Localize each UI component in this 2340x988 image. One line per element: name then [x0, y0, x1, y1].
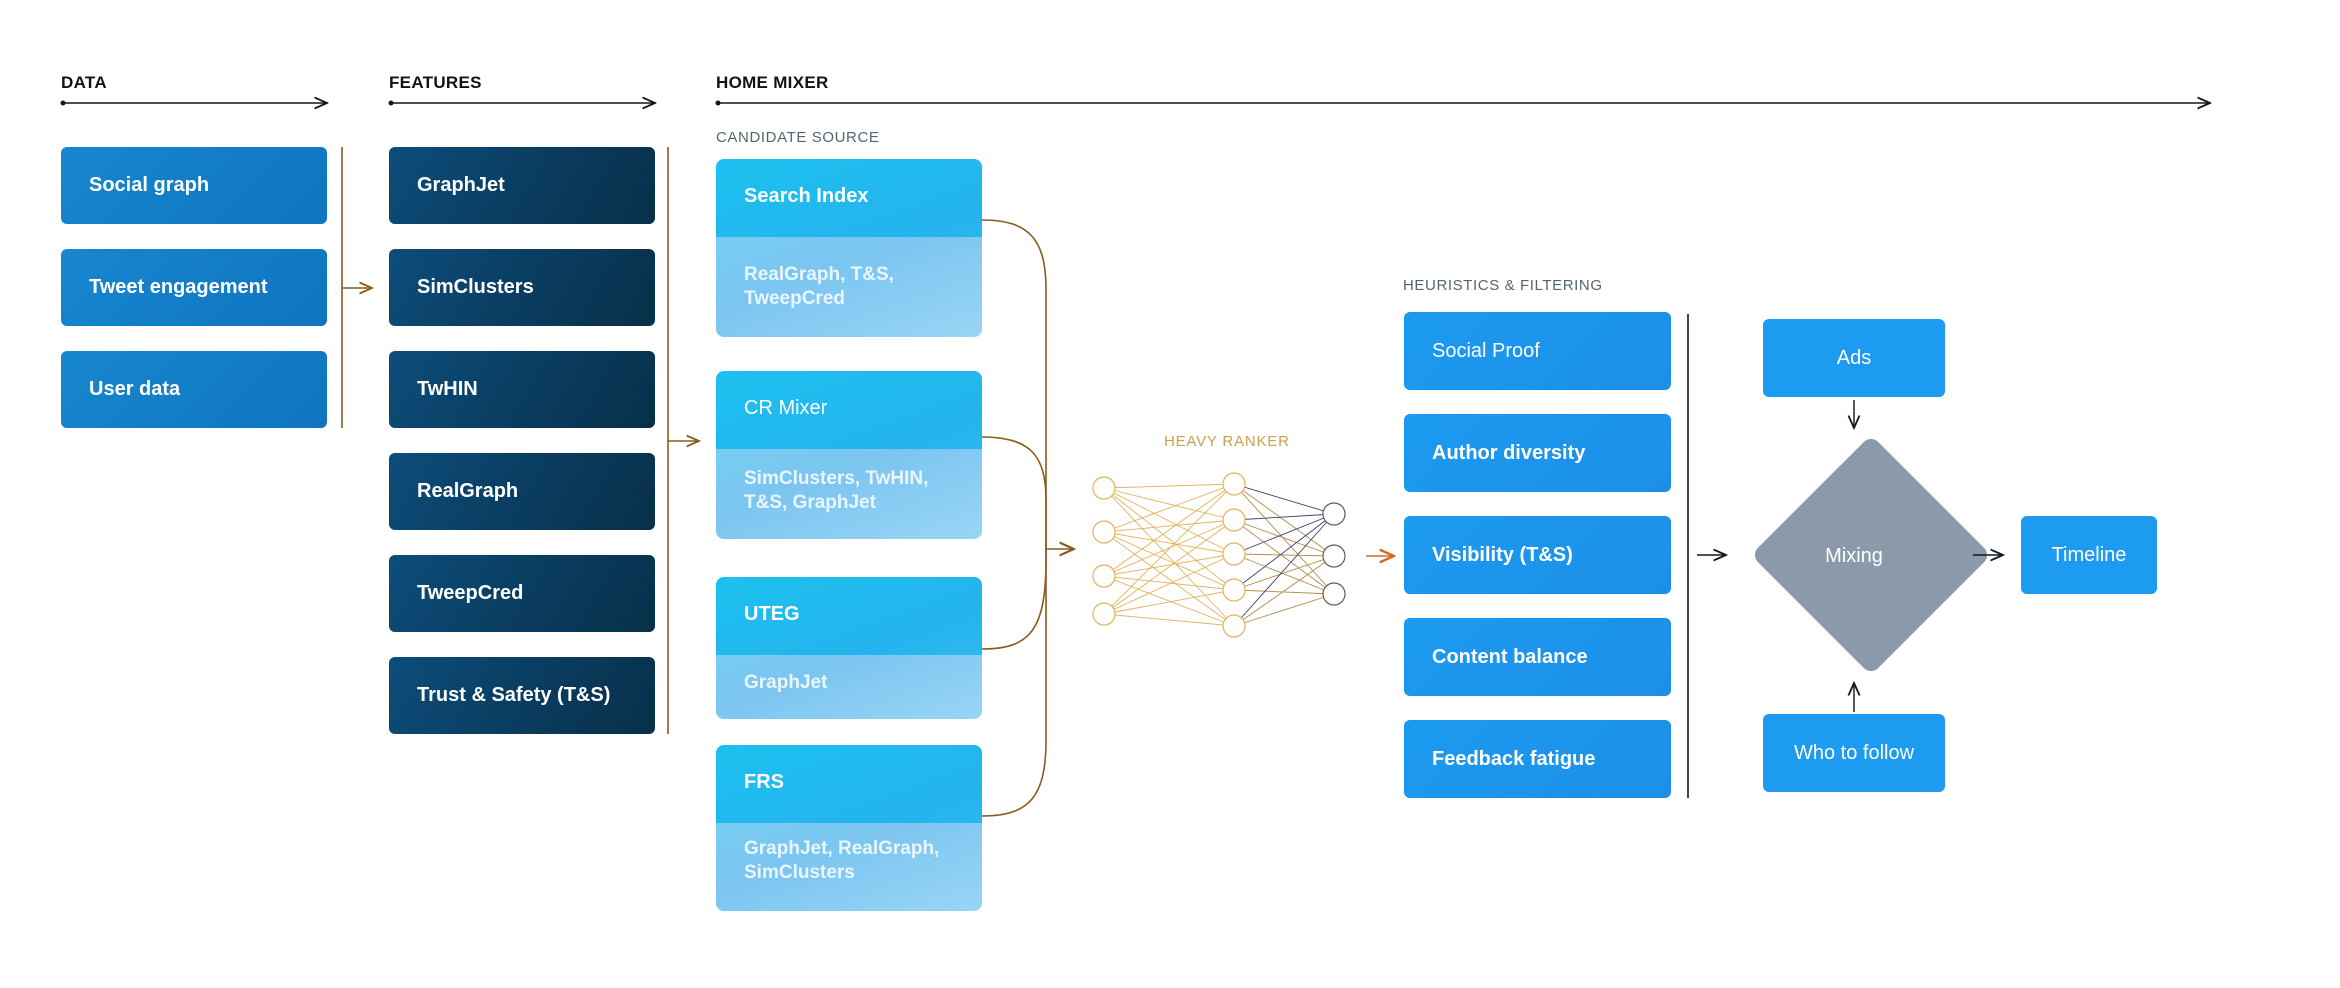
network-edge — [1233, 555, 1335, 627]
network-edge — [1103, 553, 1235, 577]
network-edge — [1103, 531, 1235, 591]
network-edge — [1233, 553, 1335, 595]
network-edge — [1233, 513, 1335, 627]
network-edge — [1103, 487, 1235, 521]
heuristics-label: HEURISTICS & FILTERING — [1403, 277, 1603, 294]
network-node — [1322, 582, 1346, 606]
network-edge — [1103, 483, 1235, 489]
heuristic-social-proof[interactable]: Social Proof — [1404, 312, 1671, 390]
network-node — [1092, 602, 1116, 626]
network-edge — [1103, 519, 1235, 577]
data-header: DATA — [61, 73, 107, 92]
candidates-merge-connector — [981, 219, 1074, 817]
header-arrows — [60, 101, 2211, 106]
mixing-label: Mixing — [1825, 545, 1883, 567]
candidate-source-label: CANDIDATE SOURCE — [716, 129, 880, 146]
network-edge — [1103, 613, 1235, 627]
network-edge — [1103, 519, 1235, 615]
network-edge — [1233, 513, 1335, 555]
network-node — [1222, 542, 1246, 566]
network-node — [1222, 578, 1246, 602]
network-edge — [1103, 487, 1235, 591]
network-edge — [1233, 513, 1335, 591]
candidate-sources: RealGraph, T&S, TweepCred — [716, 237, 982, 337]
network-node — [1322, 544, 1346, 568]
network-edge — [1103, 487, 1235, 627]
candidate-title: Search Index — [716, 159, 982, 237]
feature-realgraph[interactable]: RealGraph — [389, 453, 655, 530]
network-node — [1092, 476, 1116, 500]
network-edge — [1233, 589, 1335, 595]
network-edge — [1233, 593, 1335, 627]
feature-trust-safety[interactable]: Trust & Safety (T&S) — [389, 657, 655, 734]
network-edge — [1233, 519, 1335, 595]
network-edge — [1233, 519, 1335, 557]
data-item-social-graph[interactable]: Social graph — [61, 147, 327, 224]
feature-tweepcred[interactable]: TweepCred — [389, 555, 655, 632]
network-edge — [1233, 483, 1335, 595]
network-edge — [1103, 553, 1235, 615]
candidate-search-index[interactable]: Search Index RealGraph, T&S, TweepCred — [716, 159, 982, 337]
network-edge — [1103, 531, 1235, 627]
candidate-uteg[interactable]: UTEG GraphJet — [716, 577, 982, 719]
features-header: FEATURES — [389, 73, 482, 92]
features-to-candidates-connector — [667, 147, 699, 734]
heuristics-to-mixing-connector — [1687, 314, 1726, 798]
network-edge — [1103, 519, 1235, 533]
candidate-title: FRS — [716, 745, 982, 823]
network-node — [1092, 520, 1116, 544]
feature-graphjet[interactable]: GraphJet — [389, 147, 655, 224]
candidate-title: CR Mixer — [716, 371, 982, 449]
network-node — [1322, 502, 1346, 526]
network-edge — [1233, 513, 1335, 521]
data-to-features-connector — [341, 147, 372, 428]
network-edge — [1233, 553, 1335, 557]
ads-box[interactable]: Ads — [1763, 319, 1945, 397]
feature-simclusters[interactable]: SimClusters — [389, 249, 655, 326]
network-edge — [1103, 575, 1235, 591]
candidate-cr-mixer[interactable]: CR Mixer SimClusters, TwHIN, T&S, GraphJ… — [716, 371, 982, 539]
who-to-follow-box[interactable]: Who to follow — [1763, 714, 1945, 792]
network-edge — [1233, 483, 1335, 515]
network-node — [1222, 508, 1246, 532]
mixing-diamond[interactable]: Mixing — [1751, 435, 1991, 675]
network-edge — [1103, 487, 1235, 555]
timeline-box[interactable]: Timeline — [2021, 516, 2157, 594]
network-node — [1092, 564, 1116, 588]
heavy-ranker-network — [1092, 472, 1346, 638]
data-item-tweet-engagement[interactable]: Tweet engagement — [61, 249, 327, 326]
heavy-ranker-label: HEAVY RANKER — [1164, 433, 1290, 450]
network-edge — [1103, 589, 1235, 615]
network-edge — [1103, 575, 1235, 627]
data-item-user-data[interactable]: User data — [61, 351, 327, 428]
network-edge — [1103, 483, 1235, 615]
network-edge — [1233, 483, 1335, 557]
network-edge — [1103, 483, 1235, 533]
candidate-title: UTEG — [716, 577, 982, 655]
candidate-sources: SimClusters, TwHIN, T&S, GraphJet — [716, 449, 982, 539]
network-edge — [1103, 483, 1235, 577]
network-node — [1222, 614, 1246, 638]
network-edge — [1233, 555, 1335, 591]
heuristic-feedback-fatigue[interactable]: Feedback fatigue — [1404, 720, 1671, 798]
heuristic-author-diversity[interactable]: Author diversity — [1404, 414, 1671, 492]
heuristic-visibility[interactable]: Visibility (T&S) — [1404, 516, 1671, 594]
candidate-sources: GraphJet, RealGraph, SimClusters — [716, 823, 982, 911]
network-node — [1222, 472, 1246, 496]
home-mixer-header: HOME MIXER — [716, 73, 829, 92]
network-edge — [1103, 531, 1235, 555]
candidate-sources: GraphJet — [716, 655, 982, 719]
heuristic-content-balance[interactable]: Content balance — [1404, 618, 1671, 696]
feature-twhin[interactable]: TwHIN — [389, 351, 655, 428]
candidate-frs[interactable]: FRS GraphJet, RealGraph, SimClusters — [716, 745, 982, 911]
